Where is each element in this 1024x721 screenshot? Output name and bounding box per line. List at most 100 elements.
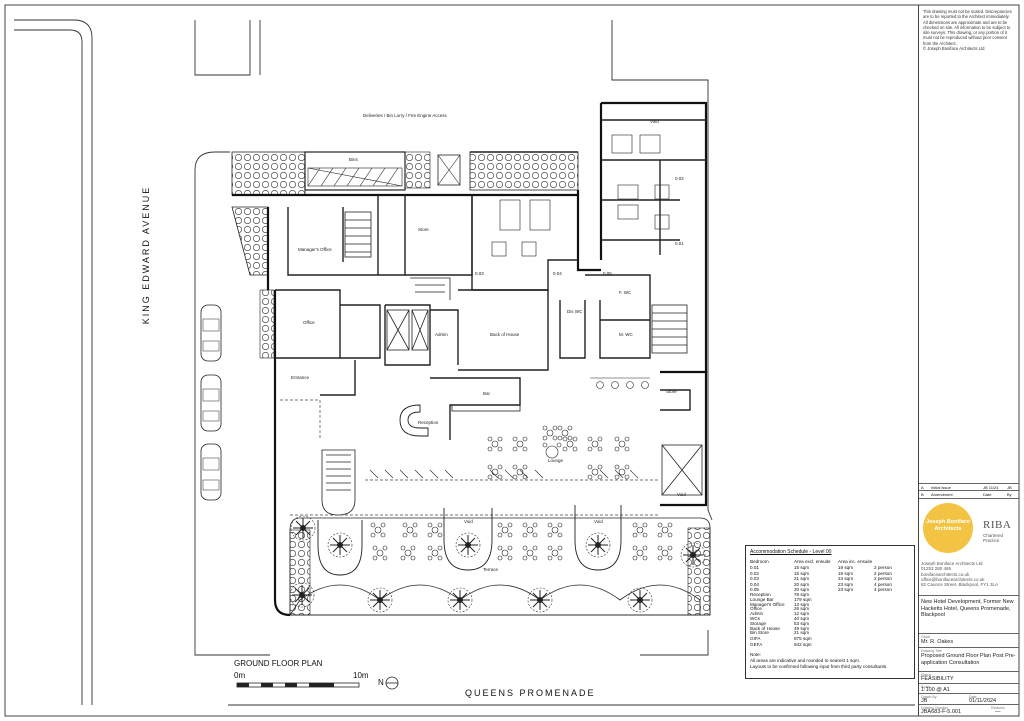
number-caption: Drawing Number <box>921 706 948 710</box>
schedule-bedroom-cell: 0.01 <box>750 565 759 570</box>
practice-address: 82 Caunce Street, Blackpool, FY1 3LA <box>921 582 999 588</box>
note-2: Layouts to be confirmed following input … <box>750 664 888 669</box>
drawing-number: JBA683-F-5.001 <box>921 709 962 715</box>
rev-a-date: JB 11/24 <box>983 485 999 490</box>
room-label-dis-wc: Dis WC <box>567 309 583 314</box>
practice-phone: 01253 280 465 <box>921 566 952 572</box>
scale-end-label: 10m <box>353 671 369 680</box>
room-label-back-of-house: Back of House <box>490 332 520 337</box>
schedule-bedroom-cell: 0.05 <box>750 587 759 592</box>
schedule-area-cell: 40 sqm <box>794 616 810 621</box>
note-1: All areas are indicative and rounded to … <box>750 658 861 663</box>
rev-a-by: JB <box>1007 485 1012 490</box>
scale-start-label: 0m <box>234 671 246 680</box>
practice-email: office@bonifacearchitects.co.uk <box>921 576 985 582</box>
client-caption: Client <box>921 635 931 639</box>
schedule-area-cell: 21 sqm <box>794 630 810 636</box>
building-walls <box>232 101 708 617</box>
schedule-bedroom-cell: 15 sqm <box>794 570 810 576</box>
rev-b-by: By <box>1007 492 1012 497</box>
practice-name: Joseph Boniface Architects Ltd <box>921 561 983 566</box>
schedule-area-cell: 26 sqm <box>794 606 810 612</box>
rev-a-desc: Initial issue <box>931 485 951 490</box>
schedule-bedroom-cell: 20 sqm <box>794 581 810 587</box>
room-label-store-2: Store <box>666 389 677 394</box>
gifa-value: 875 sqm <box>794 636 812 641</box>
schedule-bedroom-cell: 15 sqm <box>794 565 810 570</box>
plan-title: GROUND FLOOR PLAN <box>234 659 323 668</box>
title-block: This drawing must not be scaled. Discrep… <box>918 5 1019 716</box>
room-label-bar: Bar <box>483 391 491 396</box>
room-label-store: Store <box>418 227 429 232</box>
practice-web: bonifacearchitects.co.uk <box>921 571 970 577</box>
schedule-bedroom-cell: 20 sqm <box>794 587 810 592</box>
project-field: New Hotel Development, Former New Hacket… <box>919 595 1019 634</box>
schedule-area-cell: Manager's Office <box>750 601 785 607</box>
schedule-bedroom-cell: 2 person <box>874 565 892 570</box>
gifa-label: GIFA <box>750 636 761 641</box>
room-label-admin: Admin <box>435 332 448 337</box>
schedule-area-cell: 78 sqm <box>794 592 810 597</box>
date-caption: Date <box>969 695 977 699</box>
room-label-office: Office <box>303 320 315 325</box>
schedule-bedroom-cell: 0.04 <box>750 581 759 587</box>
room-label-bedroom-01: 0.01 <box>675 241 684 246</box>
schedule-area-cell: Back of House <box>750 625 780 631</box>
gefa-value: 942 sqm <box>794 642 812 647</box>
copyright-text: © Joseph Boniface Architects Ltd <box>923 46 985 52</box>
scale-caption: Scale <box>921 685 930 689</box>
logo-text: Joseph Boniface Architects <box>925 519 970 532</box>
schedule-bedroom-cell: 19 sqm <box>838 570 854 576</box>
disclaimer: This drawing must not be scaled. Discrep… <box>923 9 1013 51</box>
schedule-bedroom-cell: 0.02 <box>750 570 759 576</box>
room-label-entrance: Entrance <box>291 375 310 380</box>
rev-b-desc: Amendment <box>931 492 953 497</box>
room-label-void-right: Void <box>677 492 686 497</box>
room-label-deliveries: Deliveries / Bin Lorry / Fire Engine Acc… <box>363 113 447 118</box>
room-label-bedroom-03: 0.03 <box>475 271 484 276</box>
schedule-bedroom-cell: 0.03 <box>750 576 759 581</box>
room-label-bedroom-04: 0.04 <box>553 271 562 276</box>
rev-a-id: A <box>921 485 924 490</box>
scale-field: Scale 1:100 @ A1 <box>919 683 1019 694</box>
schedule-bedroom-cell: 23 sqm <box>838 581 854 587</box>
rev-b-id: B <box>921 492 924 497</box>
schedule-area-cell: 53 sqm <box>794 620 810 626</box>
room-label-m-wc: M. WC <box>619 332 633 337</box>
schedule-area-cell: 179 sqm <box>794 596 812 602</box>
drawn-caption: Drawn By <box>921 695 937 699</box>
schedule-bedroom-cell: 2 person <box>874 570 892 576</box>
room-label-void-top: Void <box>650 119 659 124</box>
schedule-header-excl: Area excl. ensuite <box>794 559 831 564</box>
schedule-area-cell: WCs <box>750 616 760 621</box>
status-value: FEASIBILITY <box>921 676 954 682</box>
logo-area: Joseph Boniface Architects RIBA Chartere… <box>919 498 1019 559</box>
schedule-bedroom-cell: 4 person <box>874 581 892 587</box>
schedule-area-cell: 13 sqm <box>794 601 810 607</box>
schedule-bedroom-cell: 4 person <box>874 587 892 592</box>
schedule-bedroom-cell: 23 sqm <box>838 587 854 592</box>
practice-contact: Joseph Boniface Architects Ltd 01253 280… <box>921 561 1017 587</box>
rev-b-date: Date <box>983 492 992 497</box>
riba-subtitle: Chartered Practice <box>983 533 1004 543</box>
client-field: Client Mr. R. Oakes <box>919 633 1019 648</box>
disclaimer-text: This drawing must not be scaled. Discrep… <box>923 9 1012 46</box>
room-label-void-b: Void <box>594 519 603 524</box>
number-field: Drawing Number JBA683-F-5.001 Revision — <box>919 704 1019 717</box>
room-label-bedroom-02: 0.02 <box>675 176 684 181</box>
scale-bar <box>236 682 360 688</box>
schedule-bedroom-cell: 2 person <box>874 576 892 581</box>
room-label-terrace: Terrace <box>483 567 499 572</box>
schedule-area-cell: Storage <box>750 620 767 626</box>
room-label-reception: Reception <box>418 420 439 425</box>
schedule-title: Accommodation Schedule - Level 00 <box>750 549 832 555</box>
street-label-south: QUEENS PROMENADE <box>465 688 596 698</box>
schedule-header-inc: Area inc. ensuite <box>838 559 873 564</box>
revision-row-b: B Amendment Date By <box>919 490 1019 498</box>
room-label-managers-office: Manager's Office <box>298 247 332 252</box>
drawing-title-caption: Drawing Title <box>921 649 942 653</box>
date-value: 01/11/2024 <box>969 698 997 704</box>
revision-row-a: A Initial issue JB 11/24 JB <box>919 483 1019 491</box>
schedule-area-cell: Admin <box>750 611 764 617</box>
